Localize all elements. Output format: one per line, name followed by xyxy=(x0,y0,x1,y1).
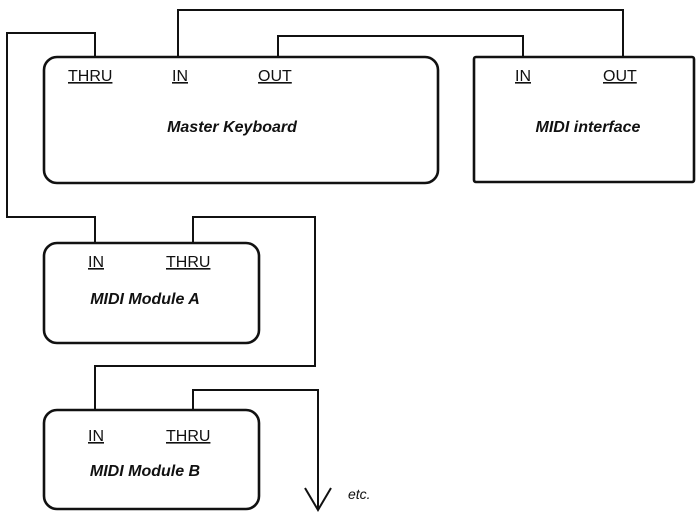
master-keyboard-port-in: IN xyxy=(172,68,188,85)
master-keyboard-port-thru: THRU xyxy=(68,68,112,85)
midi-interface-port-in: IN xyxy=(515,68,531,85)
wire-keyboard-thru-to-module-a-in xyxy=(6,32,96,243)
midi-module-b-title: MIDI Module B xyxy=(90,463,200,480)
continuation-label: etc. xyxy=(348,486,371,502)
midi-interface-box: IN OUT MIDI interface xyxy=(472,55,696,184)
wire-interface-out-to-keyboard-in xyxy=(177,9,624,57)
midi-module-a-port-thru: THRU xyxy=(166,254,210,271)
master-keyboard-frame xyxy=(42,55,440,185)
midi-module-b-port-thru: THRU xyxy=(166,428,210,445)
midi-module-a-box: IN THRU MIDI Module A xyxy=(42,241,261,345)
midi-module-a-port-in: IN xyxy=(88,254,104,271)
arrow-down-icon xyxy=(304,487,332,512)
midi-module-b-frame xyxy=(42,408,261,511)
midi-module-a-frame xyxy=(42,241,261,345)
midi-module-b-port-in: IN xyxy=(88,428,104,445)
wire-module-a-thru-to-module-b-in xyxy=(94,216,316,410)
midi-interface-frame xyxy=(472,55,696,184)
midi-interface-port-out: OUT xyxy=(603,68,637,85)
master-keyboard-box: THRU IN OUT Master Keyboard xyxy=(42,55,440,185)
master-keyboard-port-out: OUT xyxy=(258,68,292,85)
master-keyboard-title: Master Keyboard xyxy=(167,119,298,136)
wire-module-b-thru-continuation xyxy=(192,389,319,510)
midi-interface-title: MIDI interface xyxy=(536,119,641,136)
midi-module-a-title: MIDI Module A xyxy=(90,291,200,308)
wire-keyboard-out-to-interface-in xyxy=(277,35,524,57)
midi-module-b-box: IN THRU MIDI Module B xyxy=(42,408,261,511)
